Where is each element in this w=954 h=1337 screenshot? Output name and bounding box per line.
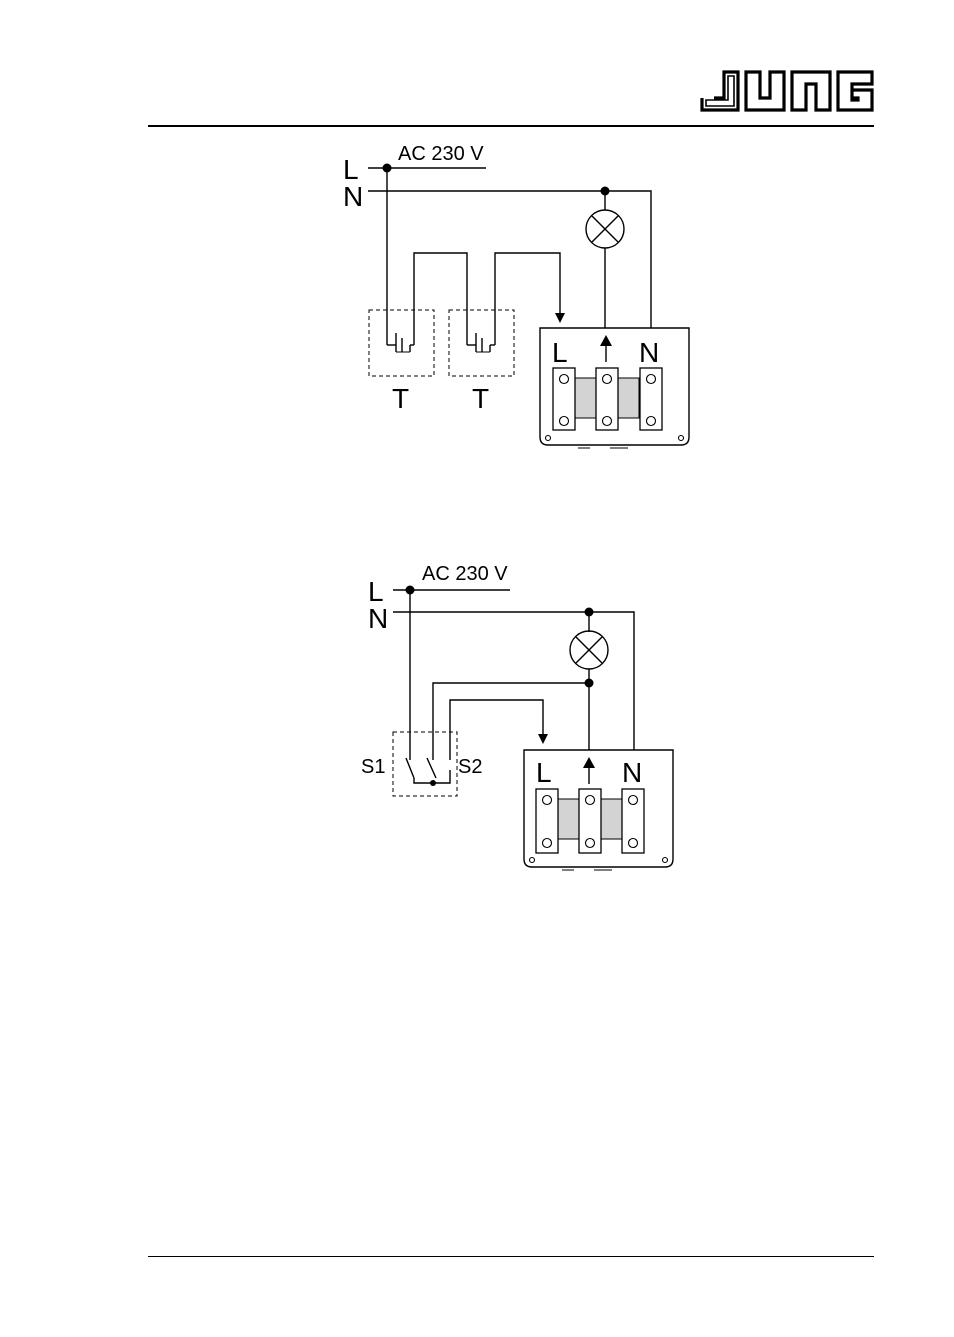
wiring-diagram-pushbuttons: L N AC 230 V T T (343, 143, 690, 449)
neutral-wire (393, 611, 635, 750)
supply-label: AC 230 V (398, 143, 484, 165)
terminal-3 (621, 788, 645, 854)
switch-1-label: S1 (361, 756, 385, 778)
terminal-neutral-label: N (639, 337, 659, 368)
arrow-up-icon (583, 757, 595, 768)
line-label: L (343, 154, 359, 185)
header-rule (148, 125, 874, 127)
terminal-2 (578, 788, 602, 854)
switch-2-label: S2 (458, 756, 482, 778)
terminal-line-label: L (552, 337, 568, 368)
terminal-2 (595, 367, 619, 431)
terminal-1 (535, 788, 559, 854)
neutral-label: N (343, 181, 363, 212)
neutral-label: N (368, 603, 388, 634)
footer-rule (148, 1256, 874, 1257)
pushbutton-1-label: T (392, 383, 409, 414)
pushbutton-2-label: T (472, 383, 489, 414)
terminal-line-label: L (536, 757, 552, 788)
terminal-1 (552, 367, 576, 431)
pushbutton-2-housing (448, 309, 515, 377)
terminal-neutral-label: N (622, 757, 642, 788)
line-label: L (368, 576, 384, 607)
jung-logo (700, 70, 874, 112)
arrow-up-icon (600, 335, 612, 346)
switch-housing (392, 731, 458, 797)
supply-label: AC 230 V (422, 563, 508, 585)
neutral-wire (368, 190, 652, 328)
pushbutton-1-housing (368, 309, 435, 377)
terminal-3 (639, 367, 663, 431)
wiring-diagram-switches: L N AC 230 V S1 S2 L N (361, 563, 674, 871)
